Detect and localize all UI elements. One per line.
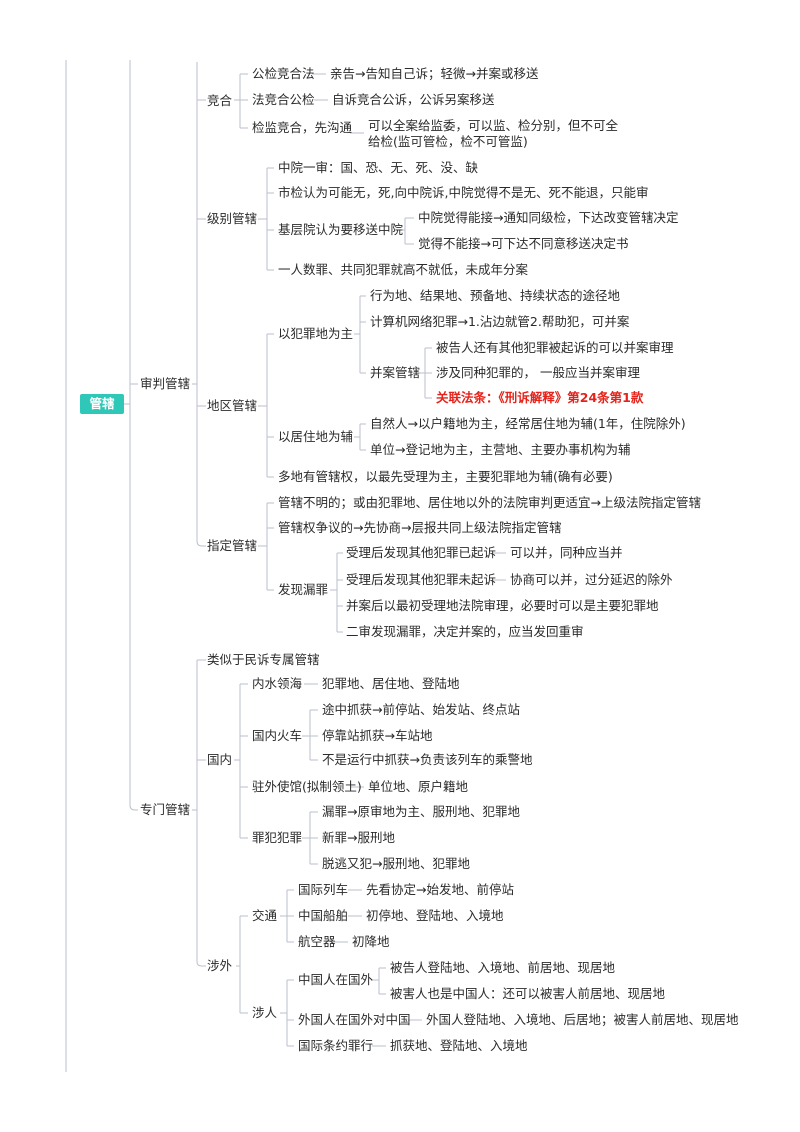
node-gj: 公检竞合法	[252, 66, 315, 81]
node-shewai: 涉外	[207, 958, 233, 973]
connector	[236, 915, 248, 1014]
connector	[234, 73, 248, 129]
node-jt3a: 初降地	[352, 934, 390, 949]
node-jt2a: 初停地、登陆地、入境地	[366, 908, 504, 923]
node-dq1: 以犯罪地为主	[278, 326, 354, 341]
node-zhiding: 指定管辖	[207, 538, 258, 553]
node-gn2b: 停靠站抓获→车站地	[322, 728, 433, 743]
node-sr1b: 被害人也是中国人：还可以被害人前居地、现居地	[390, 986, 666, 1001]
connector	[302, 811, 318, 865]
connector	[312, 73, 364, 134]
node-jb4: 一人数罪、共同犯罪就高不就低，未成年分案	[278, 262, 529, 277]
node-dq1b: 计算机网络犯罪→1.沾边就管2.帮助犯，可并案	[370, 314, 630, 329]
connector	[258, 502, 274, 591]
connector	[280, 979, 294, 1047]
node-dq1a: 行为地、结果地、预备地、持续状态的途径地	[370, 288, 621, 303]
connector	[334, 889, 362, 943]
connector	[302, 709, 318, 761]
node-gn2a: 途中抓获→前停站、始发站、终点站	[322, 702, 520, 717]
node-zd1: 管辖不明的；或由犯罪地、居住地以外的法院审判更适宜→上级法院指定管辖	[278, 495, 701, 510]
connector	[196, 660, 206, 967]
connector	[196, 62, 206, 547]
node-zd3c: 并案后以最初受理地法院审理，必要时可以是主要犯罪地	[346, 598, 659, 613]
node-dq2a: 自然人→以户籍地为主，经常居住地为辅(1年，住院除外)	[370, 416, 686, 431]
node-dq1c2: 涉及同种犯罪的， 一般应当并案审理	[436, 365, 640, 380]
node-gj1: 亲告→告知自己诉；轻微→并案或移送	[330, 66, 539, 81]
node-gn1: 内水领海	[252, 676, 303, 691]
node-gn3a: 单位地、原户籍地	[368, 779, 469, 794]
node-shenpan: 审判管辖	[140, 376, 191, 391]
node-sr1a: 被告人登陆地、入境地、前居地、现居地	[390, 960, 616, 975]
node-zd3b: 受理后发现其他犯罪未起诉	[346, 572, 497, 587]
connector	[372, 1019, 422, 1047]
node-jb1: 中院一审：国、恐、无、死、没、缺	[278, 160, 479, 175]
node-dq1c: 并案管辖	[370, 365, 421, 380]
node-jt2: 中国船舶	[298, 908, 349, 923]
node-sr2: 外国人在国外对中国	[298, 1012, 411, 1027]
node-sr2a: 外国人登陆地、入境地、后居地；被害人前居地、现居地	[426, 1012, 739, 1027]
connector	[280, 889, 294, 943]
node-sr3a: 抓获地、登陆地、入境地	[390, 1038, 528, 1053]
connector	[258, 167, 274, 271]
node-jb3b: 觉得不能接→可下达不同意移送决定书	[418, 236, 629, 251]
connector	[129, 60, 138, 811]
connector	[372, 967, 386, 995]
node-gn4c: 脱逃又犯→服刑地、犯罪地	[322, 856, 470, 871]
node-dq1c1: 被告人还有其他犯罪被起诉的可以并案审理	[436, 340, 674, 355]
connector	[354, 423, 366, 451]
node-jj: 检监竞合，先沟通	[252, 120, 353, 135]
node-zd2: 管辖权争议的→先协商→层报共同上级法院指定管辖	[278, 520, 562, 535]
node-jiaotong: 交通	[252, 908, 278, 923]
node-gn2: 国内火车	[252, 728, 303, 743]
node-diqu: 地区管辖	[207, 398, 258, 413]
node-sheren: 涉人	[252, 1005, 278, 1020]
node-gn1a: 犯罪地、居住地、登陆地	[322, 676, 460, 691]
node-sr1: 中国人在国外	[298, 972, 374, 987]
connector	[493, 552, 506, 581]
node-zd3: 发现漏罪	[278, 582, 329, 597]
connector	[234, 683, 248, 839]
node-jj1: 可以全案给监委，可以监、检分别，但不可全给检(监可管检，检不可管监)	[368, 118, 619, 149]
root-node: 管辖	[80, 394, 124, 414]
connector	[197, 99, 206, 407]
node-jt1a: 先看协定→始发地、前停站	[366, 882, 514, 897]
node-jb3a: 中院觉得能接→通知同级检，下达改变管辖决定	[418, 210, 679, 225]
connector	[197, 659, 206, 761]
node-zm0: 类似于民诉专属管辖	[207, 652, 320, 667]
node-gn4a: 漏罪→原审地为主、服刑地、犯罪地	[322, 804, 520, 819]
node-zd3d: 二审发现漏罪，决定并案的，应当发回重审	[346, 624, 584, 639]
node-jibie: 级别管辖	[207, 211, 258, 226]
node-jb2: 市检认为可能无，死,向中院诉,中院觉得不是无、死不能退，只能审	[278, 185, 649, 200]
connector	[258, 333, 274, 478]
connector	[418, 347, 432, 399]
connector	[354, 295, 366, 374]
connector	[330, 552, 343, 633]
node-jb3: 基层院认为要移送中院	[278, 222, 404, 237]
node-gn4: 罪犯犯罪	[252, 830, 303, 845]
node-zhuanmen: 专门管辖	[140, 802, 191, 817]
node-jt3: 航空器	[298, 934, 336, 949]
node-dq2: 以居住地为辅	[278, 429, 354, 444]
node-jinghe: 竞合	[207, 93, 233, 108]
node-zd3a1: 可以并，同种应当并	[510, 545, 623, 560]
node-dq2b: 单位→登记地为主，主营地、主要办事机构为辅	[370, 442, 631, 457]
connector	[396, 217, 414, 245]
node-guonei: 国内	[207, 752, 233, 767]
node-dq1c3: 关联法条：《刑诉解释》第24条第1款	[436, 390, 644, 405]
node-zd3a: 受理后发现其他犯罪已起诉	[346, 545, 497, 560]
node-dq3: 多地有管辖权，以最先受理为主，主要犯罪地为辅(确有必要)	[278, 469, 613, 484]
node-gn3: 驻外使馆(拟制领土)	[252, 779, 362, 794]
node-sr3: 国际条约罪行	[298, 1038, 374, 1053]
node-gn2c: 不是运行中抓获→负责该列车的乘警地	[322, 752, 533, 767]
node-gn4b: 新罪→服刑地	[322, 830, 395, 845]
node-fg1: 自诉竞合公诉，公诉另案移送	[332, 92, 495, 107]
node-zd3b1: 协商可以并，过分延迟的除外	[510, 572, 673, 587]
node-fg: 法竞合公检	[252, 92, 315, 107]
node-jt1: 国际列车	[298, 882, 349, 897]
